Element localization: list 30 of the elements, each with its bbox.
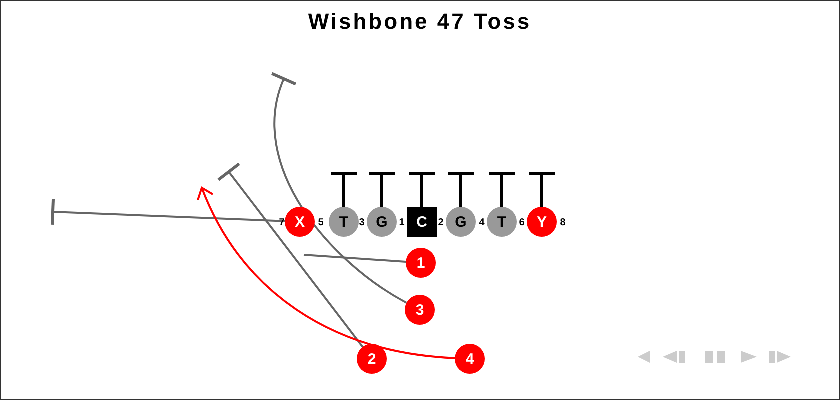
gap-number: 1 <box>399 218 405 228</box>
route-line <box>304 254 406 263</box>
player-circle: 4 <box>455 344 485 374</box>
player-circle: G <box>367 207 397 237</box>
gap-number: 8 <box>560 218 566 228</box>
gap-number: 3 <box>359 218 365 228</box>
block-line <box>446 172 476 207</box>
player-circle: T <box>329 207 359 237</box>
block-line <box>368 172 396 207</box>
player-circle: T <box>487 207 517 237</box>
block-line <box>50 198 286 226</box>
player-circle: 2 <box>357 344 387 374</box>
player-circle: Y <box>527 207 557 237</box>
route-arrow <box>198 187 456 360</box>
gap-number: 4 <box>479 218 485 228</box>
block-line <box>528 172 556 207</box>
center-square: C <box>407 207 437 237</box>
gap-number: 2 <box>438 218 444 228</box>
player-circle: G <box>446 207 476 237</box>
player-circle: X <box>285 207 315 237</box>
player-circle: 1 <box>406 248 436 278</box>
block-line <box>217 162 364 348</box>
gap-number: 6 <box>519 218 525 228</box>
block-line <box>408 172 436 207</box>
gap-number: 5 <box>318 218 324 228</box>
block-line <box>270 74 408 304</box>
title: Wishbone 47 Toss <box>307 9 533 35</box>
player-circle: 3 <box>405 295 435 325</box>
block-line <box>330 172 358 207</box>
block-line <box>488 172 516 207</box>
